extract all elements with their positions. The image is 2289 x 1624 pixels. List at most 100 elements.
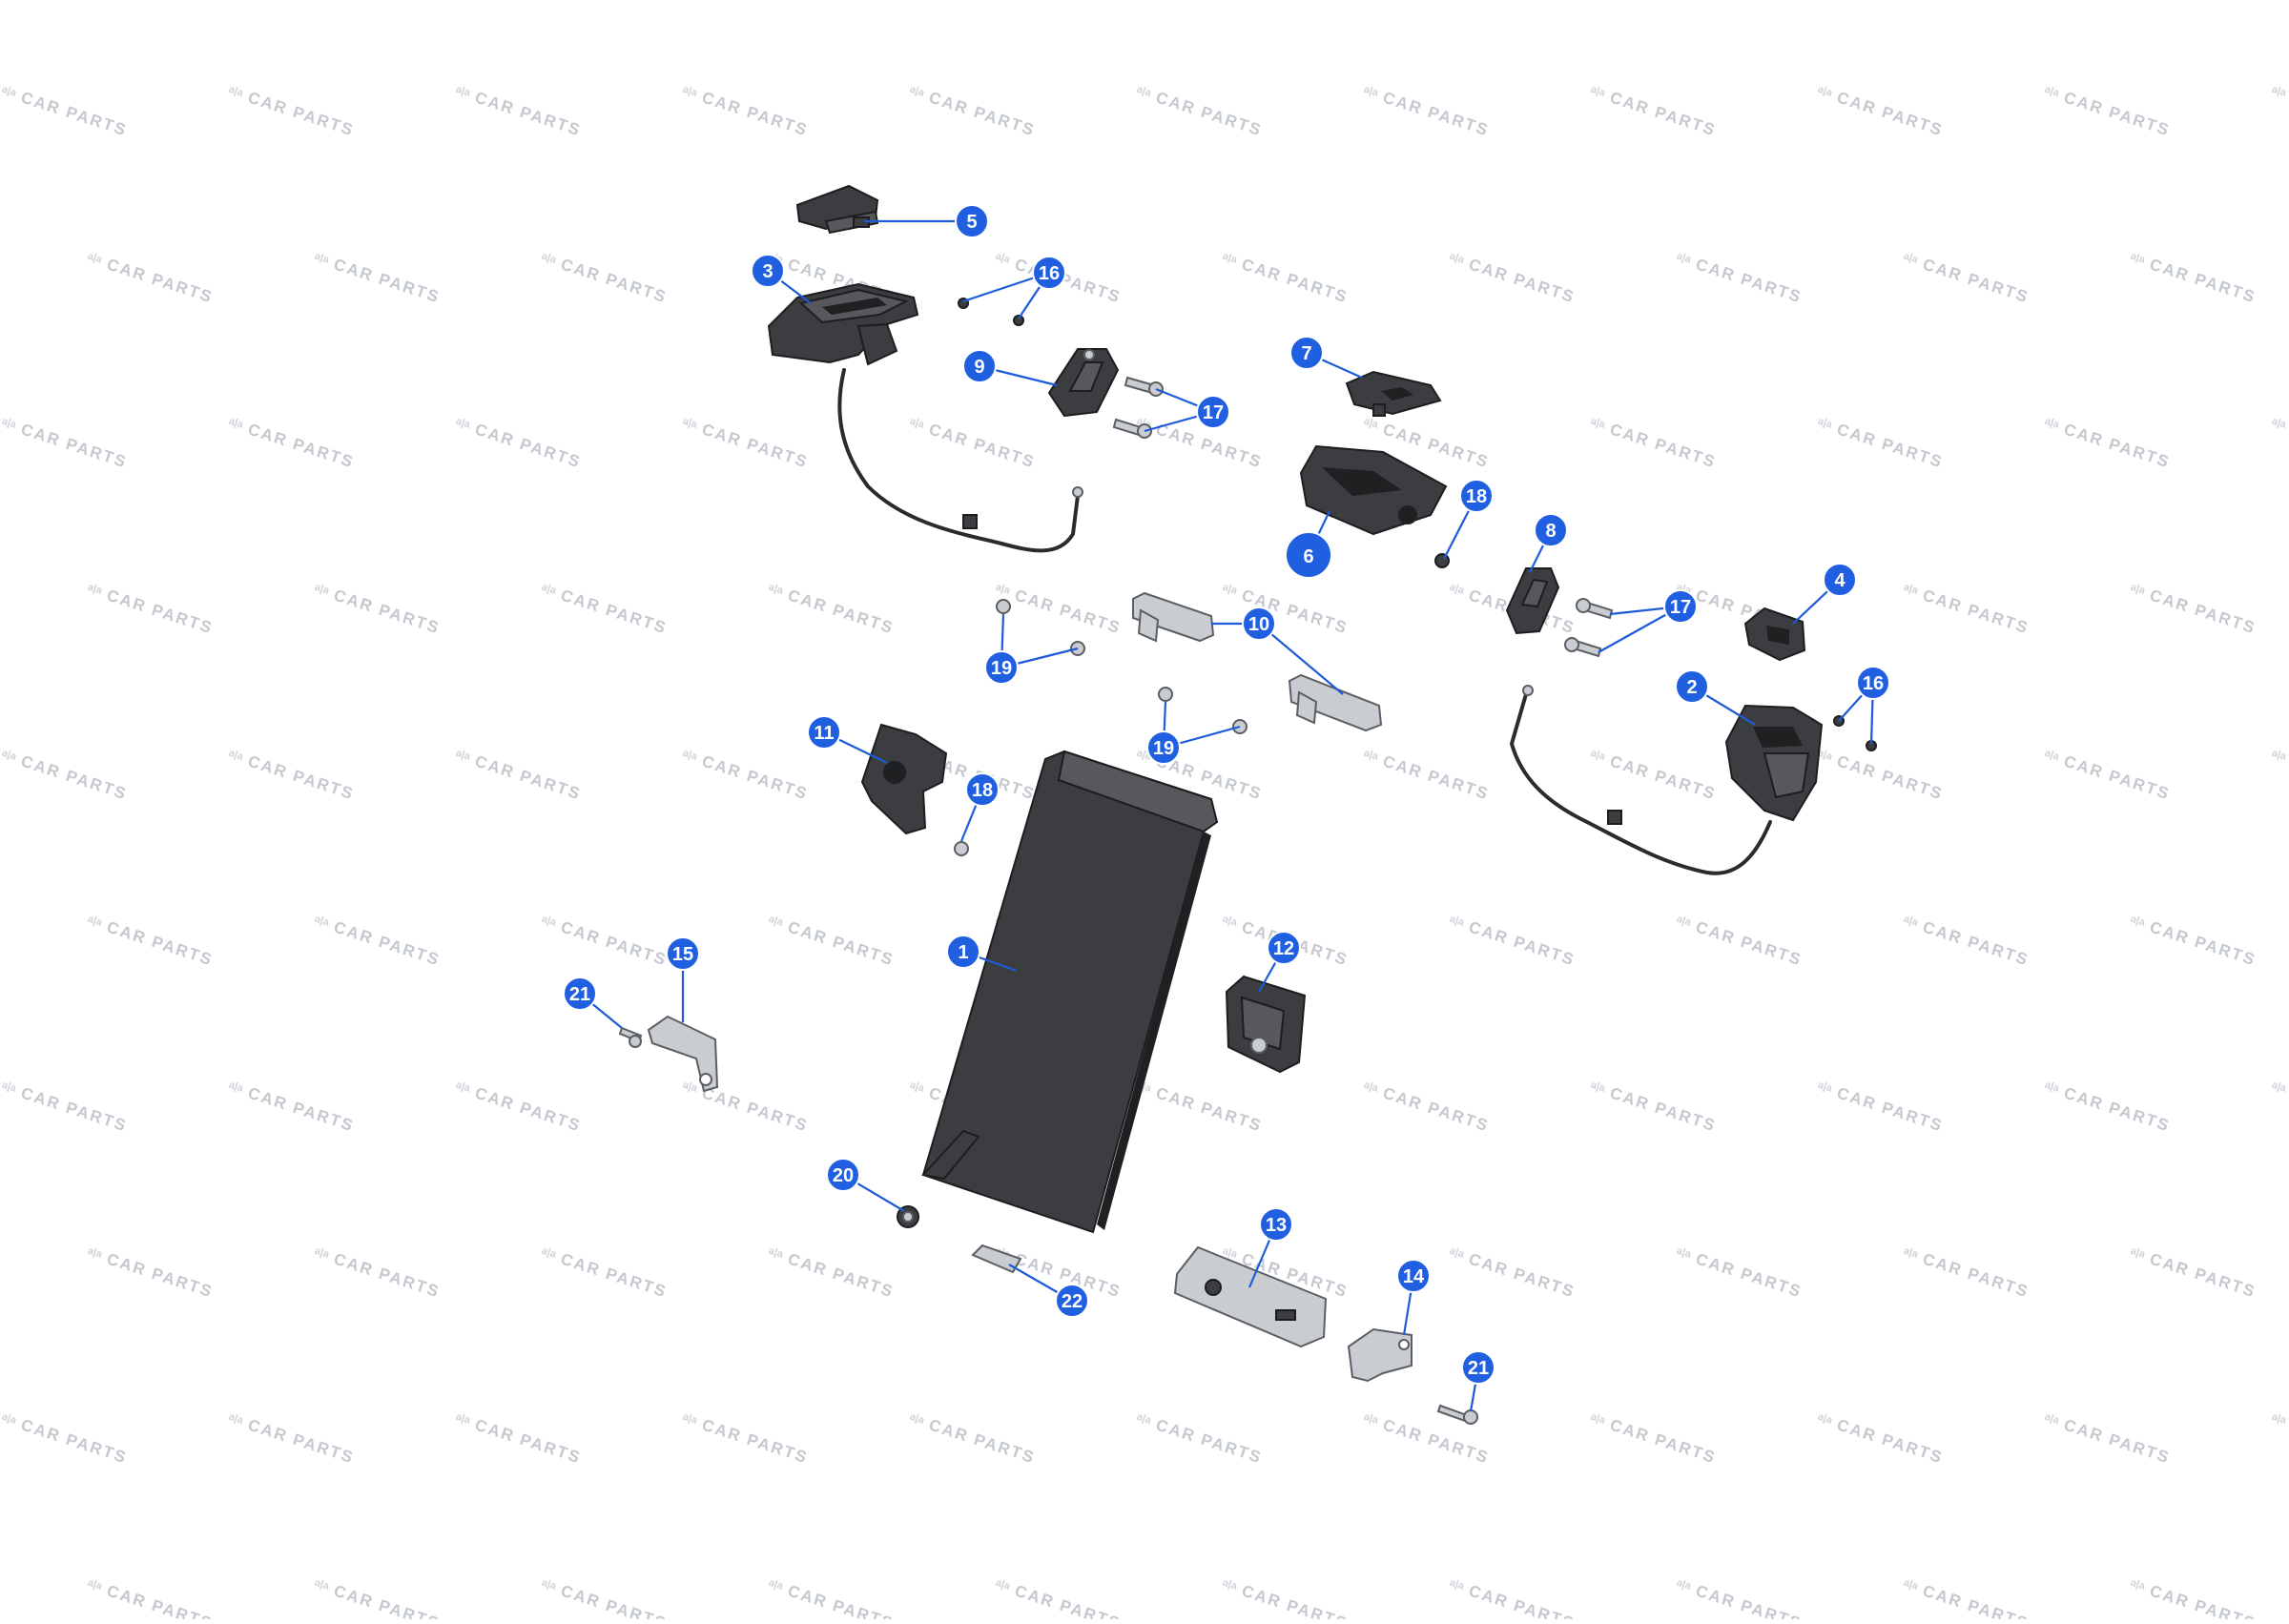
- watermark-logo: a|a: [994, 1577, 1012, 1593]
- watermark-logo: a|a: [86, 1577, 104, 1593]
- watermark-text: CAR PARTS: [1467, 918, 1578, 970]
- watermark-logo: a|a: [1816, 1411, 1834, 1427]
- watermark-text: CAR PARTS: [2148, 586, 2258, 638]
- svg-text:21: 21: [1468, 1358, 1489, 1379]
- watermark-logo: a|a: [2129, 1245, 2147, 1261]
- watermark-logo: a|a: [227, 416, 245, 431]
- callout-19-left[interactable]: 19: [985, 651, 1018, 684]
- callout-17-upper[interactable]: 17: [1197, 396, 1229, 428]
- watermark-logo: a|a: [681, 416, 699, 431]
- callout-16-upper[interactable]: 16: [1033, 257, 1065, 289]
- callout-9[interactable]: 9: [963, 350, 996, 382]
- watermark-logo: a|a: [2270, 84, 2288, 99]
- watermark-logo: a|a: [767, 582, 785, 597]
- watermark-logo: a|a: [1675, 914, 1693, 929]
- watermark-text: CAR PARTS: [559, 256, 670, 307]
- callout-13[interactable]: 13: [1260, 1208, 1292, 1241]
- callout-22[interactable]: 22: [1056, 1285, 1088, 1317]
- watermark-text: CAR PARTS: [1154, 1416, 1265, 1468]
- watermark-text: CAR PARTS: [332, 256, 443, 307]
- watermark-logo: a|a: [2270, 416, 2288, 431]
- watermark-text: CAR PARTS: [1467, 1582, 1578, 1619]
- callout-18-upper[interactable]: 18: [1460, 480, 1493, 512]
- callout-14[interactable]: 14: [1397, 1260, 1430, 1292]
- svg-text:20: 20: [833, 1165, 854, 1186]
- watermark-text: CAR PARTS: [1835, 1084, 1946, 1136]
- watermark-logo: a|a: [86, 582, 104, 597]
- watermark-logo: a|a: [681, 748, 699, 763]
- watermark-logo: a|a: [1902, 1577, 1920, 1593]
- callout-20[interactable]: 20: [827, 1159, 859, 1191]
- callout-2[interactable]: 2: [1676, 670, 1708, 703]
- watermark-text: CAR PARTS: [332, 1582, 443, 1619]
- svg-text:8: 8: [1545, 521, 1556, 542]
- part-18-screw-left: [955, 842, 968, 855]
- callout-10[interactable]: 10: [1243, 607, 1275, 640]
- callout-3[interactable]: 3: [752, 255, 784, 287]
- watermark-text: CAR PARTS: [700, 752, 811, 804]
- callout-1[interactable]: 1: [947, 935, 980, 968]
- callout-4[interactable]: 4: [1824, 564, 1856, 596]
- part-15-bracket: [649, 1017, 717, 1091]
- callout-21-right[interactable]: 21: [1462, 1351, 1495, 1384]
- watermark-logo: a|a: [454, 1411, 472, 1427]
- watermark-text: CAR PARTS: [1694, 1250, 1804, 1302]
- watermark-logo: a|a: [1816, 416, 1834, 431]
- watermark-logo: a|a: [0, 1411, 18, 1427]
- watermark-logo: a|a: [1589, 416, 1607, 431]
- watermark-text: CAR PARTS: [1608, 1084, 1719, 1136]
- part-11-latch: [862, 725, 946, 833]
- svg-text:4: 4: [1834, 570, 1846, 591]
- callout-8[interactable]: 8: [1535, 514, 1567, 546]
- watermark-text: CAR PARTS: [105, 256, 216, 307]
- callout-17-lower[interactable]: 17: [1664, 590, 1697, 623]
- watermark-logo: a|a: [313, 1245, 331, 1261]
- watermark-text: CAR PARTS: [1921, 586, 2031, 638]
- callout-21-left[interactable]: 21: [564, 977, 596, 1010]
- watermark-text: CAR PARTS: [927, 421, 1038, 472]
- part-10-hinge-upper: [1133, 593, 1213, 641]
- watermark-logo: a|a: [1362, 84, 1380, 99]
- watermark-text: CAR PARTS: [2148, 1250, 2258, 1302]
- watermark-logo: a|a: [540, 1577, 558, 1593]
- watermark-logo: a|a: [227, 748, 245, 763]
- callout-6[interactable]: 6: [1286, 532, 1331, 578]
- part-14-bracket: [1349, 1329, 1412, 1381]
- callout-16-lower[interactable]: 16: [1857, 667, 1889, 699]
- watermark-text: CAR PARTS: [1921, 1250, 2031, 1302]
- callout-12[interactable]: 12: [1268, 932, 1300, 964]
- callout-15[interactable]: 15: [667, 937, 699, 970]
- watermark-text: CAR PARTS: [559, 1250, 670, 1302]
- callout-5[interactable]: 5: [956, 205, 988, 237]
- svg-text:9: 9: [974, 357, 984, 378]
- part-9-bracket: [1049, 349, 1118, 416]
- watermark-logo: a|a: [994, 582, 1012, 597]
- watermark-logo: a|a: [681, 1411, 699, 1427]
- watermark-text: CAR PARTS: [2062, 1416, 2173, 1468]
- callout-19-right[interactable]: 19: [1147, 731, 1180, 764]
- watermark-text: CAR PARTS: [1013, 1582, 1124, 1619]
- watermark-text: CAR PARTS: [332, 586, 443, 638]
- watermark-text: CAR PARTS: [473, 752, 584, 804]
- watermark-text: CAR PARTS: [700, 1416, 811, 1468]
- callout-11[interactable]: 11: [808, 716, 840, 749]
- watermark-logo: a|a: [1902, 582, 1920, 597]
- callout-7[interactable]: 7: [1290, 337, 1323, 369]
- callout-18-lower[interactable]: 18: [966, 773, 999, 806]
